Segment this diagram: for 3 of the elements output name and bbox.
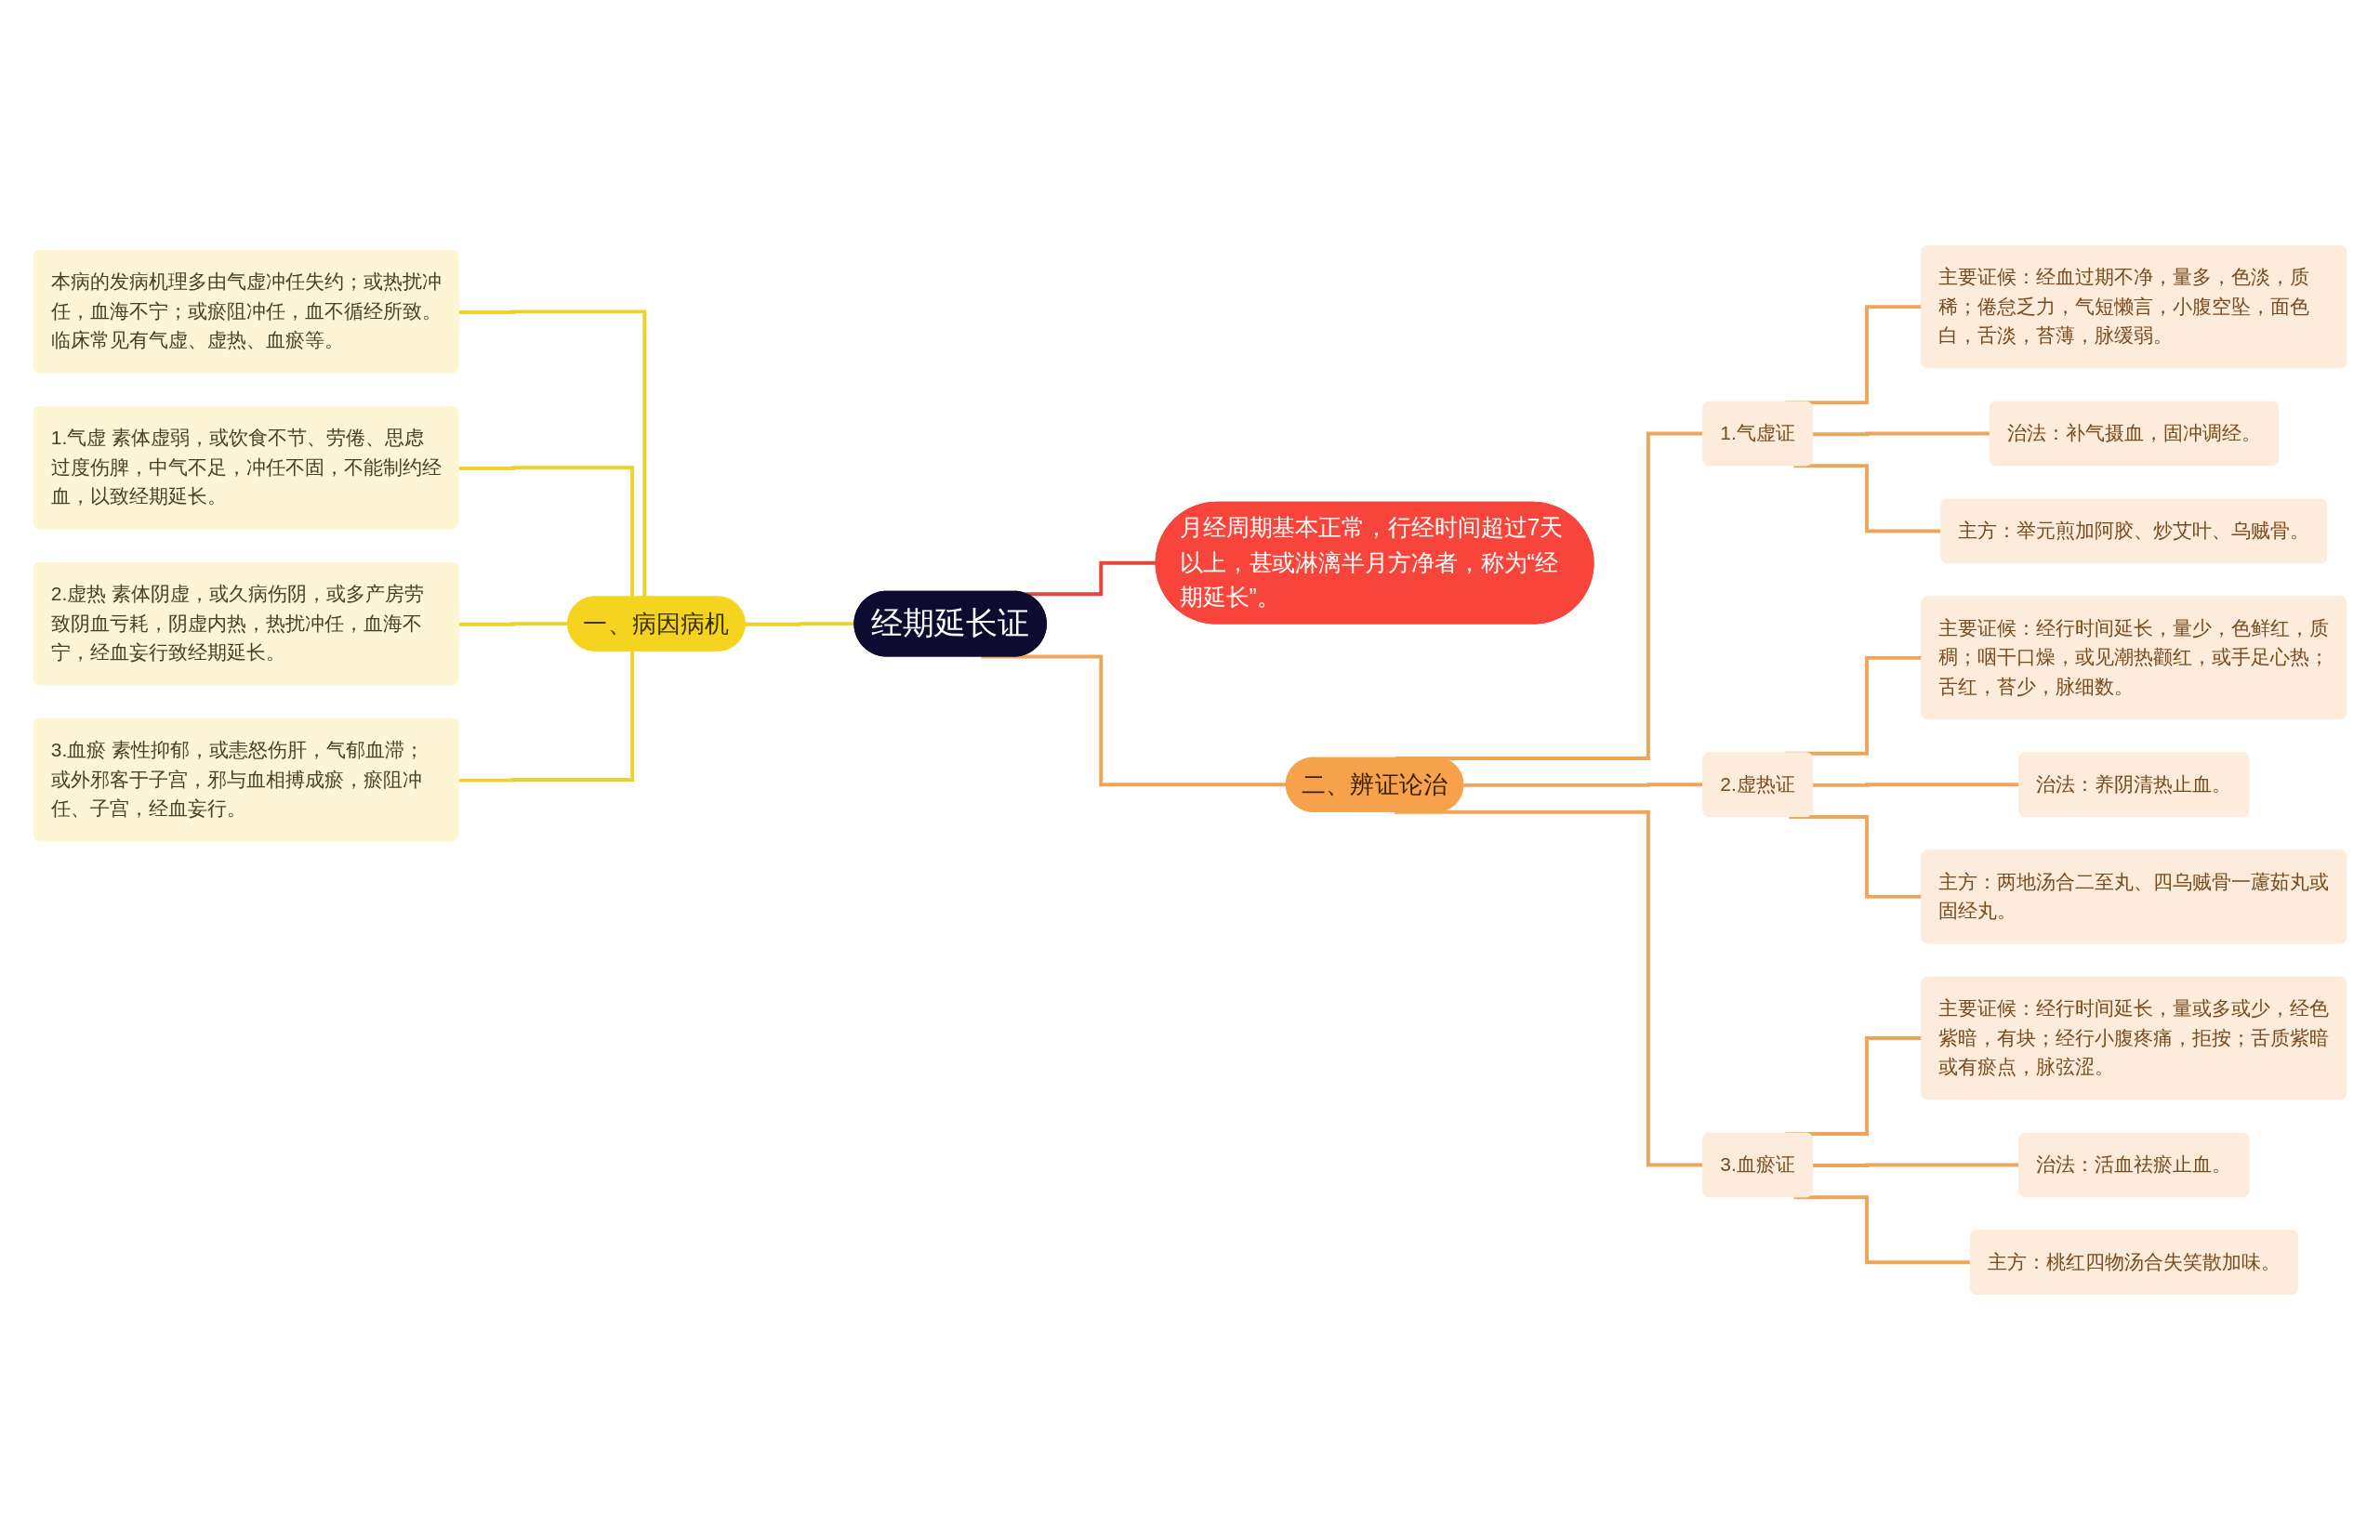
connector (458, 466, 635, 598)
connector (458, 309, 647, 598)
connector (458, 651, 635, 783)
